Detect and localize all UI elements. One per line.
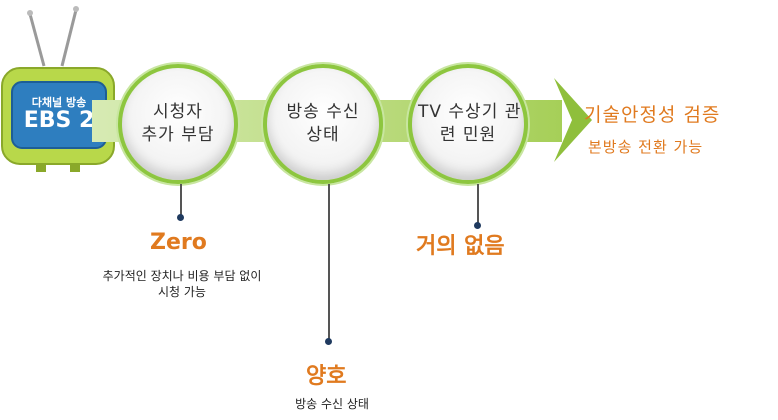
step-label: 시청자 추가 부담 [141, 102, 215, 145]
result-good-desc: 방송 수신 상태 [295, 397, 369, 411]
tv-title: 다채널 방송 [31, 96, 87, 109]
connector-line-1 [180, 184, 182, 216]
connector-dot-1 [177, 214, 184, 221]
tv-illustration [1, 6, 115, 172]
step-label: TV 수상기 관 련 민원 [418, 102, 522, 145]
tv-main-label: EBS 2 [23, 108, 95, 133]
result-almost-none: 거의 없음 [416, 234, 505, 259]
step-circle-viewer-cost: 시청자 추가 부담 [118, 64, 238, 184]
connector-dot-3 [474, 222, 481, 229]
connector-line-2 [328, 184, 330, 340]
result-zero: Zero [150, 230, 207, 255]
result-zero-desc: 추가적인 장치나 비용 부담 없이 시청 가능 [102, 269, 262, 299]
tv-icon: 다채널 방송 EBS 2 [0, 0, 116, 180]
goal-title: 기술안정성 검증 [584, 104, 721, 126]
result-good: 양호 [306, 364, 347, 389]
goal-subtitle: 본방송 전환 가능 [588, 138, 704, 156]
connector-line-3 [477, 184, 479, 224]
connector-dot-2 [325, 338, 332, 345]
step-circle-tv-complaints: TV 수상기 관 련 민원 [408, 64, 528, 184]
step-circle-reception: 방송 수신 상태 [263, 64, 383, 184]
step-label: 방송 수신 상태 [286, 102, 360, 145]
